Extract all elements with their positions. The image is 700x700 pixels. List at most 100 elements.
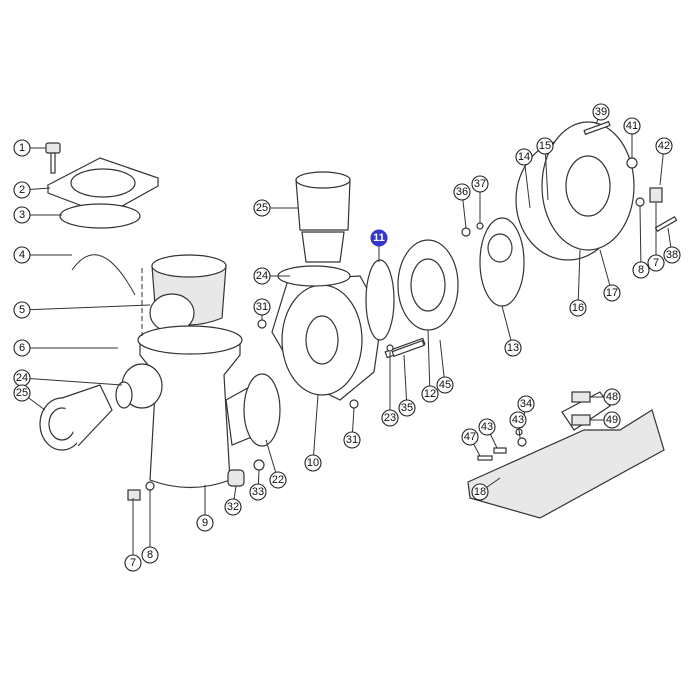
- callout-number: 47: [464, 431, 476, 443]
- plug-7-right: [635, 187, 663, 207]
- part-callout-4: 4: [13, 246, 31, 264]
- callout-number: 22: [272, 474, 284, 486]
- part-callout-17: 17: [603, 284, 621, 302]
- callout-number: 25: [256, 202, 268, 214]
- callout-number: 14: [518, 151, 530, 163]
- callout-number: 25: [16, 387, 28, 399]
- part-callout-47: 47: [461, 428, 479, 446]
- part-callout-32: 32: [224, 498, 242, 516]
- part-callout-31: 31: [343, 431, 361, 449]
- part-callout-33: 33: [249, 483, 267, 501]
- part-callout-2: 2: [13, 181, 31, 199]
- part-callout-39: 39: [592, 103, 610, 121]
- pad-49: [571, 414, 591, 426]
- callout-number: 10: [307, 457, 319, 469]
- part-callout-37: 37: [471, 175, 489, 193]
- callout-number: 38: [666, 249, 678, 261]
- leader-line: [427, 329, 431, 395]
- leader-line: [544, 145, 549, 201]
- leader-line: [312, 394, 319, 464]
- callout-number: 6: [19, 342, 25, 354]
- part-callout-43: 43: [478, 418, 496, 436]
- callout-number: 31: [256, 301, 268, 313]
- lid-knob: [45, 142, 61, 174]
- part-callout-31: 31: [253, 298, 271, 316]
- callout-number: 37: [474, 178, 486, 190]
- callout-number: 42: [658, 140, 670, 152]
- pad-48: [571, 391, 591, 403]
- screws-base: [477, 428, 527, 461]
- part-callout-42: 42: [655, 137, 673, 155]
- union-nut-left: [39, 384, 113, 451]
- part-callout-25: 25: [253, 199, 271, 217]
- leader-line: [577, 249, 581, 309]
- callout-number: 9: [202, 517, 208, 529]
- part-callout-13: 13: [504, 339, 522, 357]
- part-callout-22: 22: [269, 471, 287, 489]
- callout-number: 16: [572, 302, 584, 314]
- part-callout-18: 18: [471, 483, 489, 501]
- callout-number: 43: [481, 421, 493, 433]
- leader-line: [523, 156, 531, 209]
- part-callout-7: 7: [647, 254, 665, 272]
- part-callout-7: 7: [124, 554, 142, 572]
- impeller: [479, 217, 525, 307]
- part-callout-24: 24: [13, 369, 31, 387]
- part-callout-16: 16: [569, 299, 587, 317]
- callout-number: 8: [638, 264, 644, 276]
- callout-number: 11: [373, 232, 385, 244]
- callout-number: 45: [439, 379, 451, 391]
- leader-line: [639, 205, 642, 271]
- part-callout-11: 11: [370, 229, 388, 247]
- part-callout-3: 3: [13, 206, 31, 224]
- part-callout-1: 1: [13, 139, 31, 157]
- part-callout-34: 34: [517, 395, 535, 413]
- callout-number: 41: [626, 120, 638, 132]
- callout-number: 3: [19, 209, 25, 221]
- callout-number: 48: [606, 391, 618, 403]
- seal-plate: [384, 239, 459, 359]
- motor-flange: [541, 121, 635, 251]
- screw-38: [654, 215, 678, 233]
- part-callout-24: 24: [253, 267, 271, 285]
- callout-number: 39: [595, 106, 607, 118]
- washer-41: [626, 157, 638, 169]
- part-callout-25: 25: [13, 384, 31, 402]
- part-callout-35: 35: [398, 399, 416, 417]
- part-callout-9: 9: [196, 514, 214, 532]
- callout-number: 23: [384, 412, 396, 424]
- strainer-basket: [149, 254, 227, 333]
- callout-number: 7: [653, 257, 659, 269]
- callout-number: 13: [507, 342, 519, 354]
- motor-base: [467, 391, 665, 519]
- callout-number: 24: [16, 372, 28, 384]
- part-callout-15: 15: [536, 137, 554, 155]
- drain-plug: [127, 481, 155, 501]
- part-callout-45: 45: [436, 376, 454, 394]
- callout-number: 1: [19, 142, 25, 154]
- strainer-lid: [46, 157, 160, 216]
- part-callout-14: 14: [515, 148, 533, 166]
- part-callout-6: 6: [13, 339, 31, 357]
- callout-number: 24: [256, 270, 268, 282]
- part-callout-48: 48: [603, 388, 621, 406]
- part-callout-49: 49: [603, 411, 621, 429]
- callout-number: 33: [252, 486, 264, 498]
- callout-number: 31: [346, 434, 358, 446]
- leader-line: [403, 354, 408, 409]
- callout-number: 2: [19, 184, 25, 196]
- part-callout-41: 41: [623, 117, 641, 135]
- callout-number: 34: [520, 398, 532, 410]
- part-callout-38: 38: [663, 246, 681, 264]
- callout-number: 4: [19, 249, 25, 261]
- part-callout-36: 36: [453, 183, 471, 201]
- o-ring-11: [365, 259, 395, 341]
- leader-line: [21, 304, 151, 311]
- part-callout-8: 8: [632, 261, 650, 279]
- part-callout-23: 23: [381, 409, 399, 427]
- callout-number: 12: [424, 388, 436, 400]
- callout-number: 43: [512, 414, 524, 426]
- callout-number: 36: [456, 186, 468, 198]
- o-ring-24-left: [115, 381, 133, 409]
